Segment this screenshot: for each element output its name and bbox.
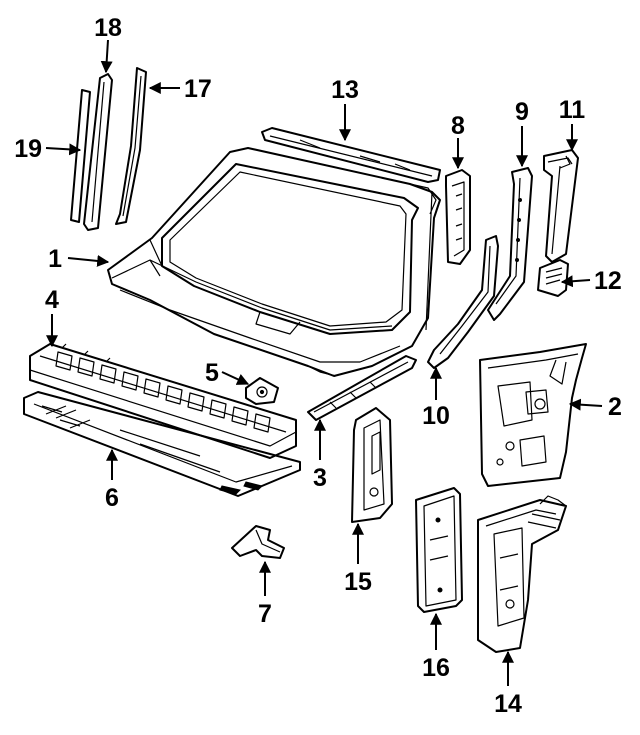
part-4-cowl-grille [29, 343, 297, 459]
part-5-clip-bracket [245, 377, 279, 405]
part-19-pillar-molding [70, 89, 91, 223]
part-16-pillar-trim [415, 487, 463, 613]
part-9-inner-pillar [487, 167, 533, 321]
callout-5: 5 [205, 359, 219, 387]
callout-17: 17 [184, 75, 212, 103]
part-6-lower-cowl-panel [23, 391, 301, 497]
part-13-roof-header [261, 127, 441, 183]
part-18-pillar-molding [83, 73, 113, 231]
callout-10: 10 [422, 402, 450, 430]
part-15-lower-pillar-inner [351, 407, 393, 523]
callout-8: 8 [451, 112, 465, 140]
part-17-pillar-molding [115, 67, 147, 225]
callout-7: 7 [258, 600, 272, 628]
part-11-hinge-pillar [543, 149, 579, 263]
callout-12: 12 [594, 267, 622, 295]
callout-3: 3 [313, 464, 327, 492]
part-3-cowl-strip [307, 355, 417, 421]
callout-16: 16 [422, 654, 450, 682]
part-10-pillar-extension [427, 235, 499, 369]
part-8-bracket [445, 169, 471, 265]
callout-9: 9 [515, 98, 529, 126]
callout-2: 2 [608, 393, 622, 421]
part-12-lower-bracket [537, 259, 569, 297]
callout-4: 4 [45, 286, 59, 314]
callout-19: 19 [14, 135, 42, 163]
callout-13: 13 [331, 76, 359, 104]
part-2-cowl-side-panel [479, 343, 587, 487]
callout-1: 1 [48, 245, 62, 273]
callout-6: 6 [105, 484, 119, 512]
part-7-bracket-clip [231, 525, 285, 559]
part-14-hinge-pillar-assembly [477, 495, 567, 653]
callout-14: 14 [494, 690, 522, 718]
callout-11: 11 [559, 96, 586, 124]
callout-18: 18 [94, 14, 122, 42]
callout-15: 15 [344, 568, 372, 596]
part-1-windshield-frame [107, 147, 441, 377]
leader-lines [45, 39, 603, 686]
